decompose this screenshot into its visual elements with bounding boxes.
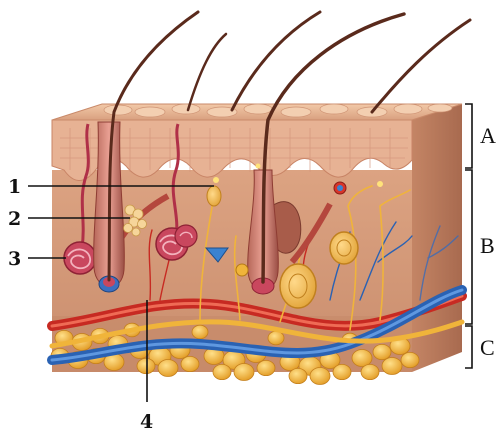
callout-label-4: 4 xyxy=(140,411,153,433)
layer-label-C: C xyxy=(480,335,495,360)
fat-cell xyxy=(213,364,231,379)
fat-cell xyxy=(382,358,402,375)
fat-cell xyxy=(352,350,372,367)
fat-cell xyxy=(310,368,330,385)
fat-cell xyxy=(373,344,391,359)
hair-shaft-5 xyxy=(372,20,470,112)
free-nerve-ending xyxy=(236,264,248,276)
layer-brackets xyxy=(465,104,472,368)
fat-cell xyxy=(401,352,419,367)
layer-labels: A B C xyxy=(480,123,496,360)
pacinian-corpuscle-2 xyxy=(330,232,358,264)
bracket-C xyxy=(465,326,472,368)
callout-label-2: 2 xyxy=(8,208,21,230)
bracket-A xyxy=(465,104,472,168)
fat-cell xyxy=(333,364,351,379)
fat-cell xyxy=(137,358,155,373)
fat-cell xyxy=(257,360,275,375)
hair-shaft-2 xyxy=(188,34,226,110)
meissner-corpuscle xyxy=(207,186,221,206)
callout-label-1: 1 xyxy=(8,176,21,198)
fat-cell xyxy=(361,364,379,379)
fat-cell xyxy=(158,360,178,377)
bracket-B xyxy=(465,170,472,324)
hair-shaft-3 xyxy=(232,12,320,110)
fat-cell xyxy=(181,356,199,371)
callout-label-3: 3 xyxy=(8,248,21,270)
fat-cell xyxy=(268,331,284,345)
fat-cell xyxy=(289,368,307,383)
layer-label-A: A xyxy=(480,123,496,148)
fat-cell xyxy=(192,325,208,339)
fat-cell xyxy=(234,364,254,381)
layer-label-B: B xyxy=(480,233,495,258)
pacinian-corpuscle-1 xyxy=(280,264,316,308)
